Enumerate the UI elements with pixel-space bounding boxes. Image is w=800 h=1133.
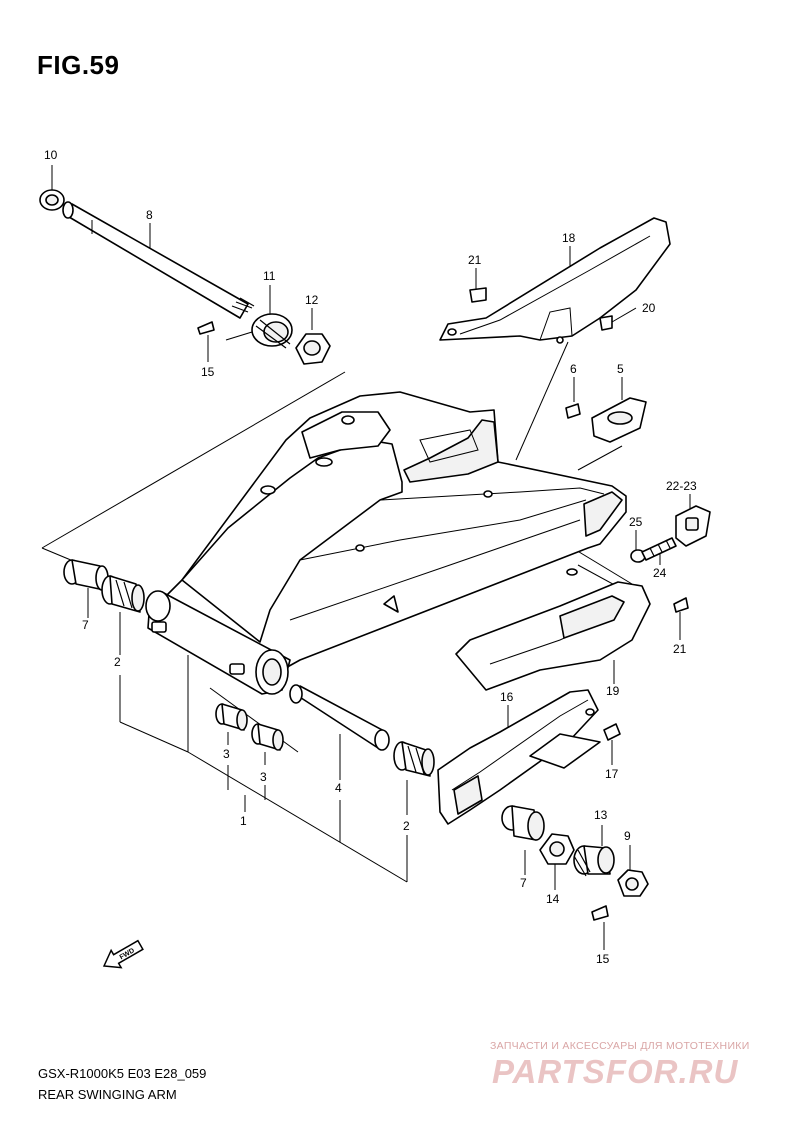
callout-4: 4 xyxy=(335,781,342,795)
callout-24: 24 xyxy=(653,566,667,580)
model-code: GSX-R1000K5 E03 E28_059 xyxy=(38,1066,207,1081)
callout-15: 15 xyxy=(201,365,215,379)
callout-22-23: 22-23 xyxy=(666,479,697,493)
callout-13: 13 xyxy=(594,808,608,822)
callout-9: 9 xyxy=(624,829,631,843)
callout-15: 15 xyxy=(596,952,610,966)
axle-parts xyxy=(501,805,649,921)
callout-20: 20 xyxy=(642,301,656,315)
adjuster-and-guard-parts xyxy=(455,397,711,691)
diagram-name: REAR SWINGING ARM xyxy=(38,1087,177,1102)
callout-7: 7 xyxy=(82,618,89,632)
callout-21: 21 xyxy=(468,253,482,267)
callout-8: 8 xyxy=(146,208,153,222)
fwd-label: FWD xyxy=(119,947,136,961)
callout-2: 2 xyxy=(403,819,410,833)
swinging-arm xyxy=(145,391,627,695)
callout-2: 2 xyxy=(114,655,121,669)
leader-lines xyxy=(41,165,691,950)
callout-3: 3 xyxy=(260,770,267,784)
pivot-shaft-parts xyxy=(39,189,435,777)
chain-buffer xyxy=(437,689,621,825)
callout-18: 18 xyxy=(562,231,576,245)
callout-11: 11 xyxy=(263,269,276,283)
callout-16: 16 xyxy=(500,690,514,704)
callout-19: 19 xyxy=(606,684,620,698)
callouts: 10 8 11 12 15 21 18 20 6 5 22-23 25 24 2… xyxy=(44,148,697,966)
callout-14: 14 xyxy=(546,892,560,906)
chain-guard xyxy=(439,217,671,344)
callout-10: 10 xyxy=(44,148,58,162)
callout-21: 21 xyxy=(673,642,687,656)
watermark-logo: PARTSFOR.RU xyxy=(492,1053,739,1090)
callout-17: 17 xyxy=(605,767,619,781)
figure-title: FIG.59 xyxy=(37,50,120,80)
callout-25: 25 xyxy=(629,515,643,529)
callout-12: 12 xyxy=(305,293,319,307)
callout-1: 1 xyxy=(240,814,247,828)
watermark-subtitle: ЗАПЧАСТИ И АКСЕССУАРЫ ДЛЯ МОТОТЕХНИКИ xyxy=(490,1040,750,1052)
callout-7: 7 xyxy=(520,876,527,890)
callout-5: 5 xyxy=(617,362,624,376)
fwd-arrow-icon: FWD xyxy=(102,939,144,969)
callout-3: 3 xyxy=(223,747,230,761)
callout-6: 6 xyxy=(570,362,577,376)
